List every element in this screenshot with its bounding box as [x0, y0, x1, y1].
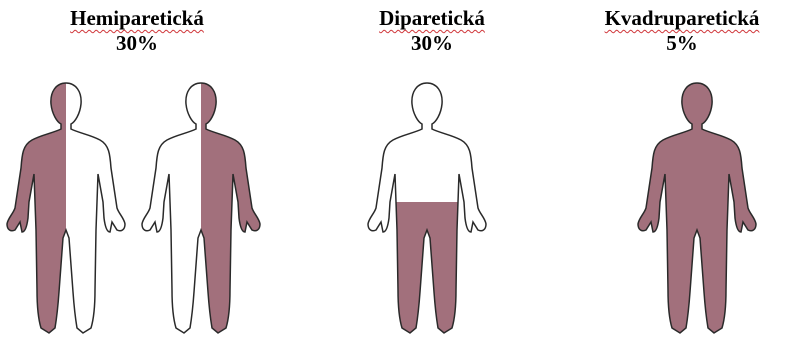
body-silhouette-icon [136, 80, 266, 338]
body-affected-area [638, 83, 756, 333]
body-figure-hemi-left [1, 80, 131, 338]
body-silhouette-icon [1, 80, 131, 338]
body-figure-hemi-right [136, 80, 266, 338]
group-percent: 5% [552, 31, 794, 56]
group-title: Diparetická [379, 6, 485, 30]
body-figure-diparetic [362, 80, 492, 338]
group-heading-diparetic: Diparetická 30% [302, 6, 562, 56]
group-title: Hemiparetická [70, 6, 204, 30]
body-silhouette-icon [632, 80, 762, 338]
group-title: Kvadruparetická [605, 6, 760, 30]
group-percent: 30% [7, 31, 267, 56]
body-figure-quadriparetic [632, 80, 762, 338]
group-heading-quadriparetic: Kvadruparetická 5% [552, 6, 794, 56]
group-percent: 30% [302, 31, 562, 56]
group-heading-hemiparetic: Hemiparetická 30% [7, 6, 267, 56]
body-silhouette-icon [362, 80, 492, 338]
